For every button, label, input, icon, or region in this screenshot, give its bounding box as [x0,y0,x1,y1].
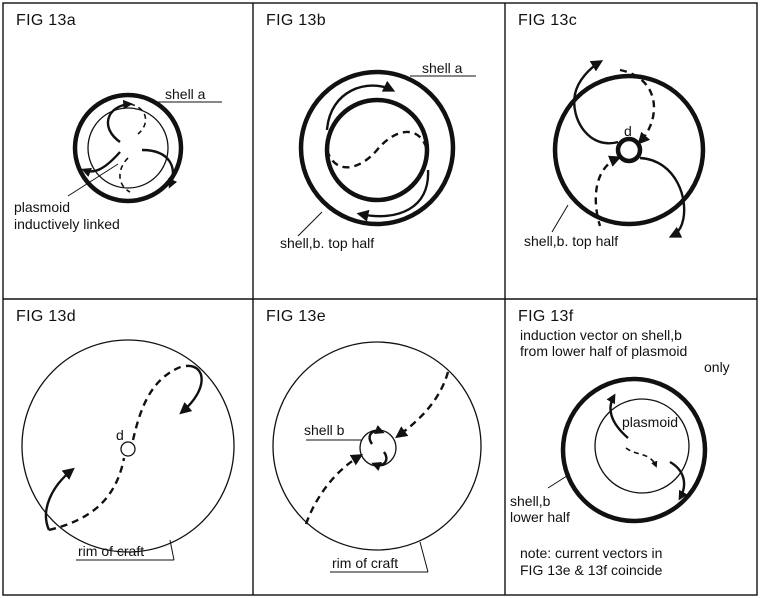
leader-rim [419,541,429,573]
center-d-circle [615,136,643,164]
panel-13c: FIG 13c d shell,b. top half [518,12,706,249]
rim-of-craft-circle [21,339,235,553]
center-d-label: d [116,427,124,443]
swirl-arrow-right [141,148,178,189]
label-shell-a: shell a [422,60,463,76]
swirl-dashed-top [129,103,147,135]
label-shell-b: shell b [304,422,345,438]
note-top-line-2: from lower half of plasmoid [520,343,687,359]
caption-13e: FIG 13e [266,308,326,325]
caption-13c: FIG 13c [518,12,577,29]
arrow-lower-left [44,467,75,531]
shell-a-circle [72,92,184,204]
label-lower-half: lower half [510,509,570,525]
label-shell-b: shell,b [510,493,551,509]
arrow-upper-right [179,364,203,415]
label-shell-a: shell a [165,86,206,102]
s-curve-dashed [48,364,184,532]
shell-b-circle [560,376,708,524]
caption-13a: FIG 13a [16,12,76,29]
dashed-arrow-bottom-left [594,155,622,227]
arrow-bottom [356,169,430,222]
arrow-down [669,460,688,501]
shell-a-circle [298,69,456,227]
label-shell-b-top-half: shell,b. top half [280,235,374,251]
caption-13b: FIG 13b [266,12,326,29]
arrow-top [325,80,396,131]
shell-b-circle [552,73,706,227]
leader-shell-b [297,211,323,237]
label-inductively-linked: inductively linked [14,216,120,232]
small-arrow-top [368,425,385,445]
leader-shell-b [551,204,569,233]
panel-13f: FIG 13f induction vector on shell,b from… [510,308,730,578]
swirl-arrow-left [81,151,121,177]
panel-13d: FIG 13d d rim of craft [16,308,235,561]
shell-b-circle [359,429,397,467]
leader-shell-b [547,473,571,489]
label-rim-of-craft: rim of craft [332,555,398,571]
panel-13a: FIG 13a shell a plasmoid inductively lin… [14,12,222,232]
label-plasmoid: plasmoid [14,199,70,215]
arrow-down-right [639,156,686,238]
panel-13b: FIG 13b shell a shell,b. top half [266,12,476,251]
dashed-arrow-upper [395,371,450,439]
leader-rim [169,539,175,561]
caption-13f: FIG 13f [518,308,574,325]
arrow-up-left [573,60,619,145]
leader-plasmoid [67,163,119,197]
small-arrow-bottom [371,451,388,471]
caption-13d: FIG 13d [16,308,76,325]
label-plasmoid: plasmoid [622,414,678,430]
center-d-circle [120,441,136,457]
note-top-line-3: only [704,359,730,375]
s-curve-dashed [325,130,429,169]
label-rim-of-craft: rim of craft [78,543,144,559]
note-top-line-1: induction vector on shell,b [520,327,682,343]
label-shell-b-top-half: shell,b. top half [524,233,618,249]
arrow-up [606,393,629,439]
dashed-curve [625,447,658,468]
note-bottom-line-1: note: current vectors in [520,545,662,561]
note-bottom-line-2: FIG 13e & 13f coincide [520,562,663,578]
plasmoid-circle [594,398,690,494]
rim-of-craft-circle [272,341,482,551]
panel-13e: FIG 13e shell b rim of craft [266,308,482,573]
dashed-arrow-lower [304,454,364,525]
swirl-dashed-bottom [119,157,131,193]
center-d-label: d [624,123,632,139]
swirl-arrow-top [106,99,133,143]
